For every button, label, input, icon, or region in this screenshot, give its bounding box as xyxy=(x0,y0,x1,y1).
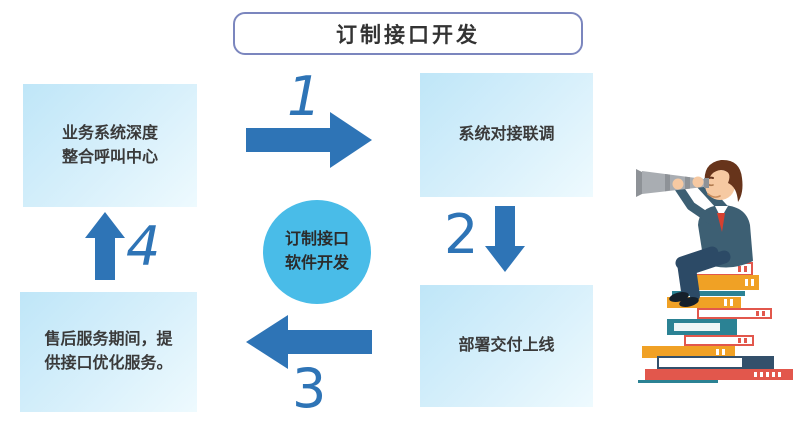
step-box-business-system-integration: 业务系统深度 整合呼叫中心 xyxy=(23,84,197,207)
diagram-title: 订制接口开发 xyxy=(336,23,480,47)
step-box-deploy-delivery-online: 部署交付上线 xyxy=(420,285,593,407)
arrow-right-icon xyxy=(246,112,372,168)
step-box-label: 系统对接联调 xyxy=(458,123,554,147)
step-box-label-line1: 系统对接联调 xyxy=(458,126,555,143)
center-circle-line2: 软件开发 xyxy=(284,255,349,272)
center-circle-label: 订制接口 软件开发 xyxy=(285,228,349,276)
step-box-after-sales-optimization: 售后服务期间，提 供接口优化服务。 xyxy=(20,292,197,412)
step-box-label: 售后服务期间，提 供接口优化服务。 xyxy=(44,328,172,376)
step-number-3: 3 xyxy=(292,357,327,420)
diagram-title-box: 订制接口开发 xyxy=(233,12,583,55)
step-box-system-joint-debugging: 系统对接联调 xyxy=(420,73,593,197)
step-number-1: 1 xyxy=(287,65,322,128)
arrow-up-icon xyxy=(85,212,125,280)
step-number-4: 4 xyxy=(126,215,161,278)
step-box-label-line1: 部署交付上线 xyxy=(458,337,555,354)
step-box-label: 部署交付上线 xyxy=(458,334,554,358)
man-icon xyxy=(636,159,753,307)
center-circle-line1: 订制接口 xyxy=(284,231,349,248)
step-box-label: 业务系统深度 整合呼叫中心 xyxy=(62,122,158,170)
center-circle-software-development: 订制接口 软件开发 xyxy=(263,200,371,304)
book-stack-icon xyxy=(638,262,793,383)
step-box-label-line1: 售后服务期间，提 xyxy=(44,331,173,348)
step-box-label-line2: 供接口优化服务。 xyxy=(44,355,173,372)
arrow-down-icon xyxy=(485,206,525,272)
man-on-books-telescope-illustration xyxy=(636,159,793,383)
step-box-label-line1: 业务系统深度 xyxy=(61,124,158,142)
arrow-left-icon xyxy=(246,315,372,369)
step-number-2: 2 xyxy=(444,203,479,266)
step-box-label-line2: 整合呼叫中心 xyxy=(61,148,158,166)
